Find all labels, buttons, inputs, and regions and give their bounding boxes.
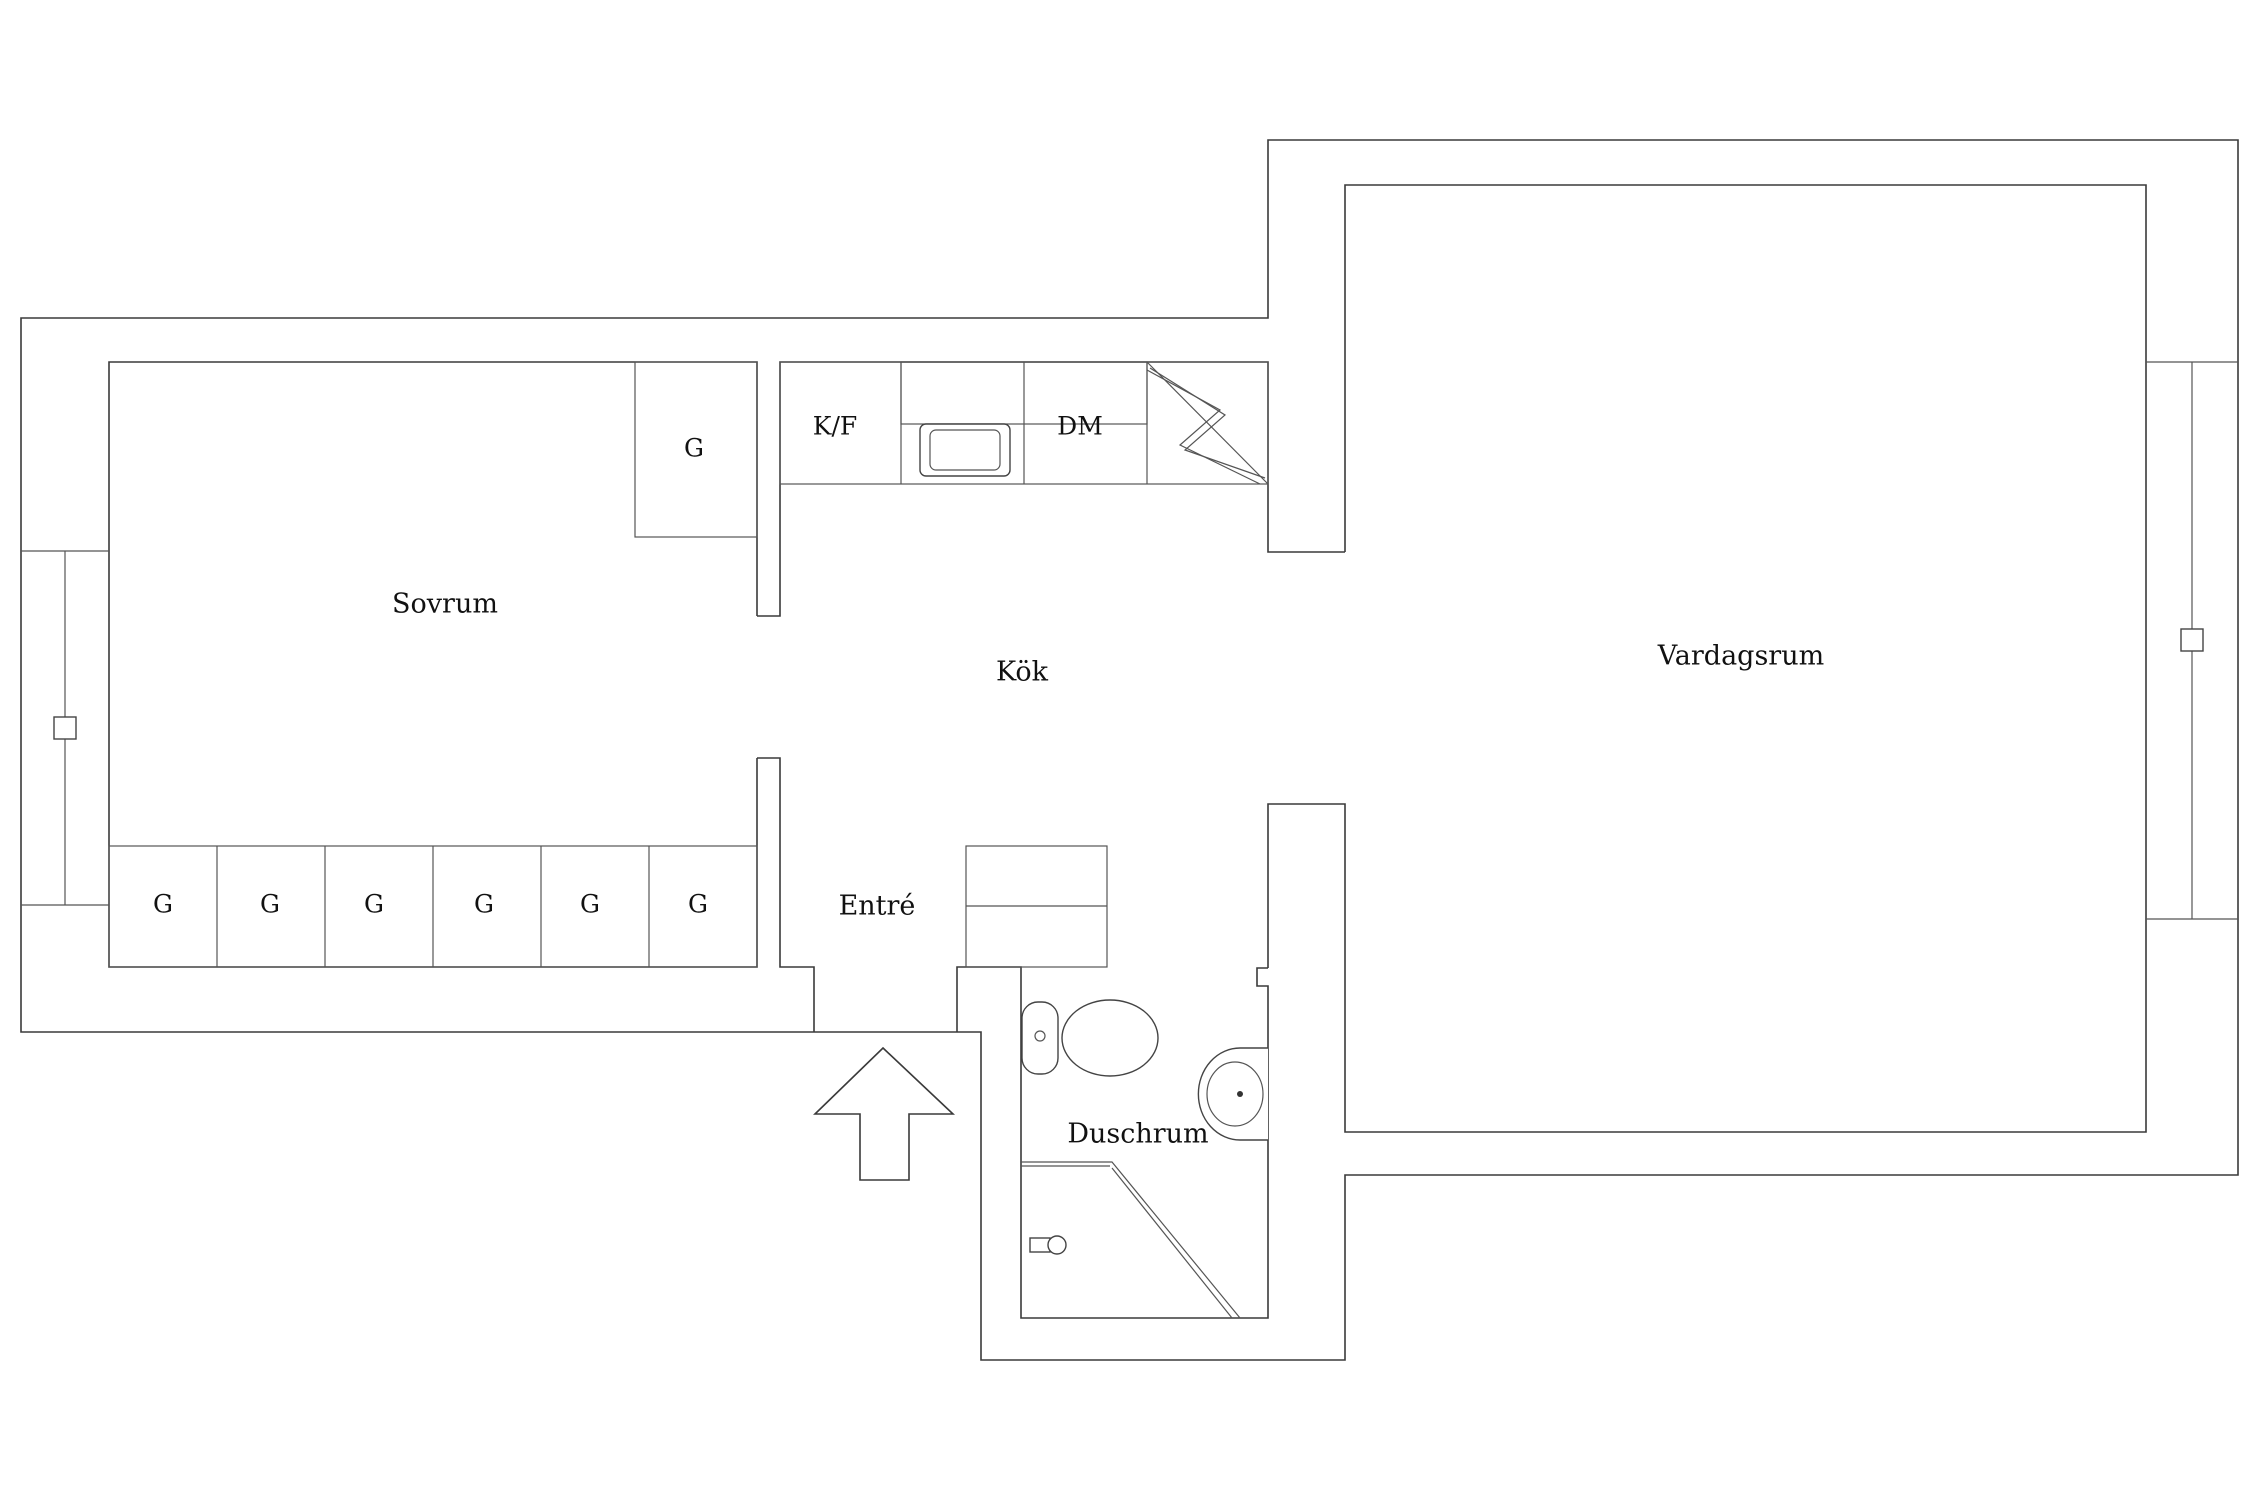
bedroom-wardrobe-row	[108, 845, 758, 968]
washbasin-icon	[1197, 1047, 1268, 1141]
kitchen-wall-bottom	[757, 757, 815, 1032]
kitchen-counter	[779, 361, 1269, 485]
wardrobe-label: G	[153, 890, 173, 919]
left-window	[21, 550, 109, 906]
bedroom-wardrobe-top	[634, 361, 758, 538]
room-label-duschrum: Duschrum	[1067, 1119, 1208, 1150]
wardrobe-label: G	[260, 890, 280, 919]
room-label-vardagsrum: Vardagsrum	[1657, 641, 1824, 672]
right-window	[2146, 361, 2238, 920]
sink-icon	[919, 423, 1011, 477]
room-label-entre: Entré	[839, 891, 916, 922]
toilet-icon	[1021, 999, 1159, 1077]
outer-wall	[20, 139, 2239, 1361]
shower-head-icon	[1029, 1235, 1067, 1255]
shower-room-outline	[1020, 967, 1269, 1319]
entrance-arrow-icon	[813, 1046, 956, 1181]
wardrobe-label: G	[580, 890, 600, 919]
fixture-label-dm: DM	[1057, 412, 1103, 441]
wardrobe-label: G	[688, 890, 708, 919]
living-room-wall	[1267, 184, 2147, 1133]
wardrobe-label: G	[684, 434, 704, 463]
fixture-label-kf: K/F	[813, 412, 857, 441]
kitchen-wall-top	[757, 361, 1345, 617]
entry-wall	[956, 966, 1022, 1032]
wardrobe-label: G	[364, 890, 384, 919]
hall-cabinet	[965, 845, 1108, 968]
wardrobe-label: G	[474, 890, 494, 919]
room-label-kok: Kök	[996, 657, 1049, 688]
stove-icon	[1146, 361, 1269, 485]
room-label-sovrum: Sovrum	[392, 589, 498, 620]
